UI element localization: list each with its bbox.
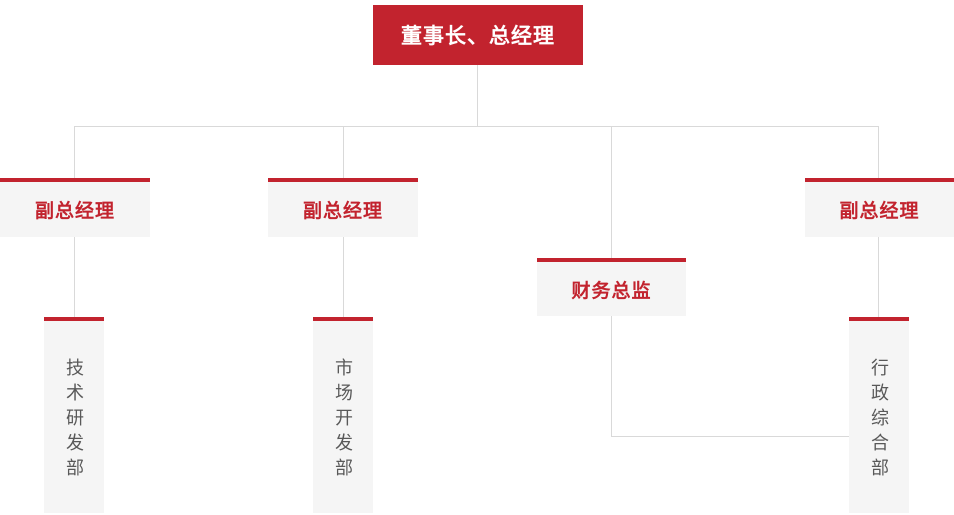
connector-cfo-horizontal <box>611 436 849 437</box>
node-label: 技术研发部 <box>64 358 84 483</box>
node-finance-director: 财务总监 <box>537 258 686 316</box>
node-deputy-gm-2: 副总经理 <box>268 178 418 237</box>
node-dept-tech-rd: 技术研发部 <box>44 317 104 513</box>
node-chairman-general-manager: 董事长、总经理 <box>373 5 583 65</box>
connector-main-horizontal <box>74 126 879 127</box>
connector-vp1-dept <box>74 237 75 317</box>
node-deputy-gm-3: 副总经理 <box>805 178 954 237</box>
node-label: 副总经理 <box>839 201 920 222</box>
connector-vp2-dept <box>343 237 344 317</box>
node-label: 副总经理 <box>34 201 115 222</box>
node-label: 董事长、总经理 <box>401 25 555 48</box>
node-label: 行政综合部 <box>869 358 889 483</box>
node-label: 副总经理 <box>302 201 383 222</box>
node-dept-admin-general: 行政综合部 <box>849 317 909 513</box>
connector-drop-vp3 <box>878 126 879 178</box>
connector-vp3-dept <box>878 237 879 317</box>
node-dept-market-dev: 市场开发部 <box>313 317 373 513</box>
node-label: 财务总监 <box>571 280 652 302</box>
connector-drop-cfo <box>611 126 612 258</box>
connector-cfo-stem <box>611 316 612 436</box>
node-deputy-gm-1: 副总经理 <box>0 178 150 237</box>
connector-drop-vp1 <box>74 126 75 178</box>
connector-drop-vp2 <box>343 126 344 178</box>
node-label: 市场开发部 <box>333 358 353 483</box>
connector-root-stem <box>477 65 478 126</box>
